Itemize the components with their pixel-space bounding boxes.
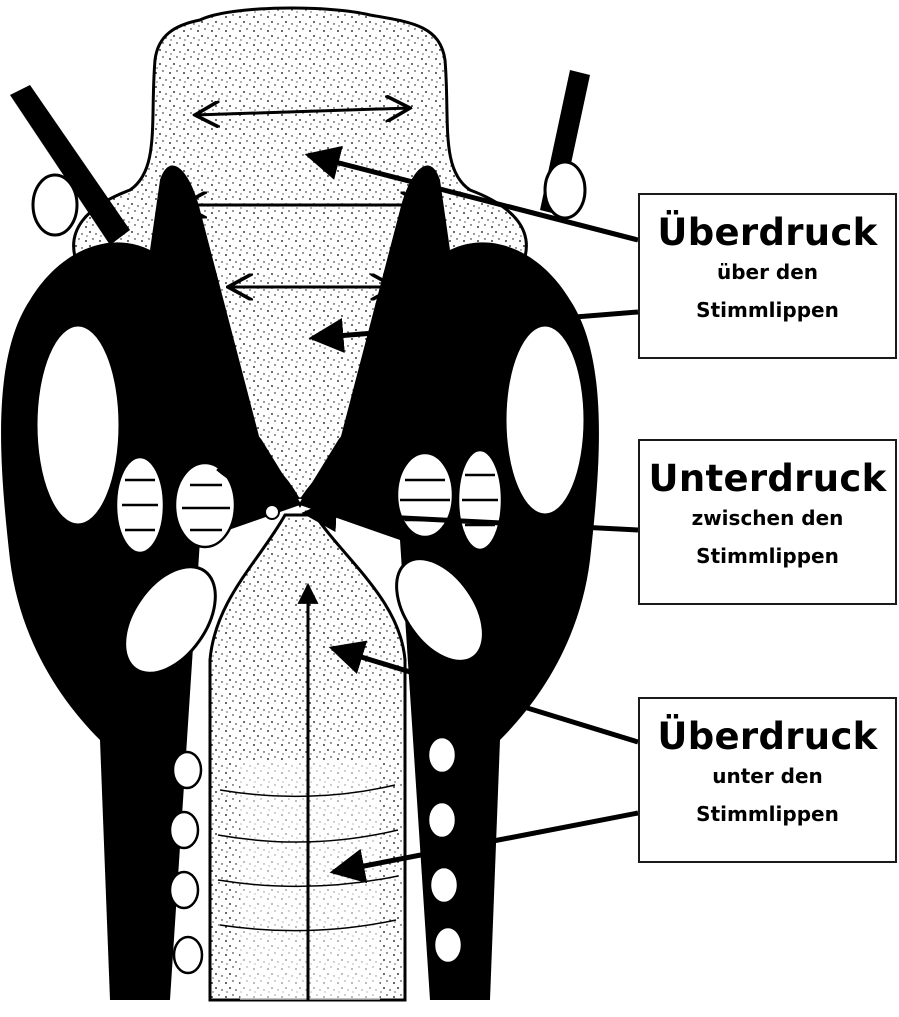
label-line: Stimmlippen <box>640 291 895 329</box>
label-line: Stimmlippen <box>640 795 895 833</box>
label-line: zwischen den <box>640 499 895 537</box>
right-outer-cartilage <box>505 325 585 515</box>
label-line: Stimmlippen <box>640 537 895 575</box>
label-underpressure-between: Unterdruck zwischen den Stimmlippen <box>638 439 897 605</box>
label-line: unter den <box>640 757 895 795</box>
label-title: Überdruck <box>640 717 895 757</box>
left-vocal-nodule <box>265 505 279 519</box>
label-line: über den <box>640 253 895 291</box>
label-title: Überdruck <box>640 213 895 253</box>
left-upper-nodule <box>33 175 77 235</box>
label-title: Unterdruck <box>640 459 895 499</box>
label-overpressure-above: Überdruck über den Stimmlippen <box>638 193 897 359</box>
label-overpressure-below: Überdruck unter den Stimmlippen <box>638 697 897 863</box>
right-upper-nodule <box>545 162 585 218</box>
left-outer-cartilage <box>36 325 120 525</box>
